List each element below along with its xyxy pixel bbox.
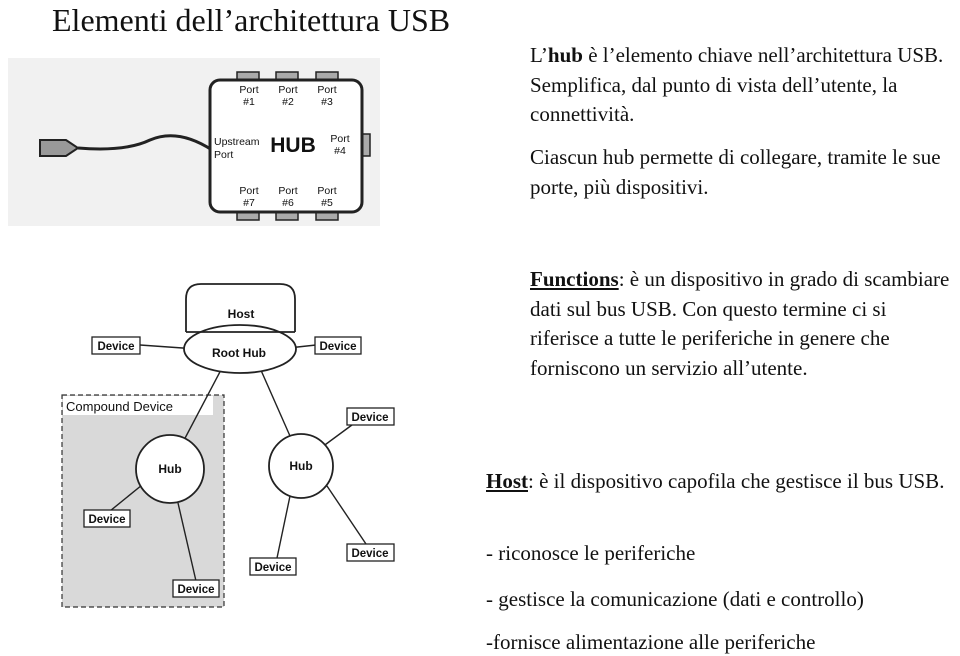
port-3-name: Port xyxy=(317,84,336,96)
host-paragraph: Host: è il dispositivo capofila che gest… xyxy=(486,467,960,497)
port-4-num: #4 xyxy=(334,145,346,157)
host-label: Host xyxy=(228,307,255,321)
port-1-name: Port xyxy=(239,84,258,96)
upstream-label-line1: Upstream xyxy=(214,136,260,148)
link-hub-left-device xyxy=(109,484,143,512)
slide-title: Elementi dell’architettura USB xyxy=(52,2,451,38)
root-hub-label: Root Hub xyxy=(212,346,266,360)
functions-paragraph: Functions: è un dispositivo in grado di … xyxy=(530,265,960,383)
device-label-4: Device xyxy=(88,514,125,526)
functions-term: Functions xyxy=(530,267,619,291)
port-6-num: #6 xyxy=(282,197,294,209)
host-box xyxy=(185,283,296,332)
port-2-num: #2 xyxy=(282,96,294,108)
link-roothub-hub-left xyxy=(182,367,223,443)
hub-paragraph-2: Ciascun hub permette di collegare, trami… xyxy=(530,145,941,199)
functions-text: : è un dispositivo in grado di scambiare… xyxy=(530,267,950,380)
port-7-num: #7 xyxy=(243,197,255,209)
device-box-1 xyxy=(91,336,141,355)
port-6-name: Port xyxy=(278,185,297,197)
hub-text: è l’elemento chiave nell’architettura US… xyxy=(530,43,944,126)
device-box-3 xyxy=(346,407,395,426)
port-1-num: #1 xyxy=(243,96,255,108)
device-label-3: Device xyxy=(351,412,388,424)
device-label-1: Device xyxy=(97,341,134,353)
compound-device-label: Compound Device xyxy=(66,399,173,414)
compound-device-region xyxy=(61,394,225,608)
link-hub-left-device-bottom xyxy=(177,502,197,582)
compound-hub-label: Hub xyxy=(158,462,181,476)
hub-circle xyxy=(268,433,334,499)
root-hub-ellipse xyxy=(183,324,297,374)
host-duty-recognize: - riconosce le periferiche xyxy=(486,541,696,565)
host-text: : è il dispositivo capofila che gestisce… xyxy=(528,469,945,493)
port-3-num: #3 xyxy=(321,96,333,108)
host-duty-communication: - gestisce la comunicazione (dati e cont… xyxy=(486,587,864,611)
port-7-name: Port xyxy=(239,185,258,197)
link-roothub-hub-right xyxy=(259,367,291,437)
hub-term: hub xyxy=(547,43,583,67)
host-term: Host xyxy=(486,469,528,493)
device-box-5 xyxy=(346,543,395,562)
upstream-label-line2: Port xyxy=(214,149,233,161)
device-label-2: Device xyxy=(319,341,356,353)
port-5-name: Port xyxy=(317,185,336,197)
hub-paragraph: L’hub è l’elemento chiave nell’architett… xyxy=(530,41,960,130)
hub-pre: L’ xyxy=(530,43,548,67)
hub-ports-diagram: Port #1 Port #2 Port #3 Port #4 Port #5 … xyxy=(8,58,380,226)
device-box-2 xyxy=(314,336,362,355)
device-label-7: Device xyxy=(177,584,214,596)
host-duty-power: -fornisce alimentazione alle periferiche xyxy=(486,630,816,654)
device-box-4 xyxy=(83,509,131,528)
port-4-name: Port xyxy=(330,133,349,145)
device-box-7 xyxy=(172,579,220,598)
upstream-cable xyxy=(77,134,213,152)
port-2-name: Port xyxy=(278,84,297,96)
port-5-num: #5 xyxy=(321,197,333,209)
compound-hub-circle xyxy=(135,434,205,504)
device-label-5: Device xyxy=(351,548,388,560)
hub-circle-label: Hub xyxy=(289,459,312,473)
device-label-6: Device xyxy=(254,562,291,574)
device-box-6 xyxy=(249,557,297,576)
usb-topology-diagram: Compound Device Host Root Hub Hub Hub De… xyxy=(61,283,395,608)
hub-label: HUB xyxy=(270,134,316,157)
compound-device-label-bg xyxy=(63,396,213,415)
usb-plug-icon xyxy=(39,139,80,157)
link-hub-right-device-bottom xyxy=(324,482,367,545)
hub-box xyxy=(208,78,364,214)
link-hub-right-device-left xyxy=(276,495,291,559)
